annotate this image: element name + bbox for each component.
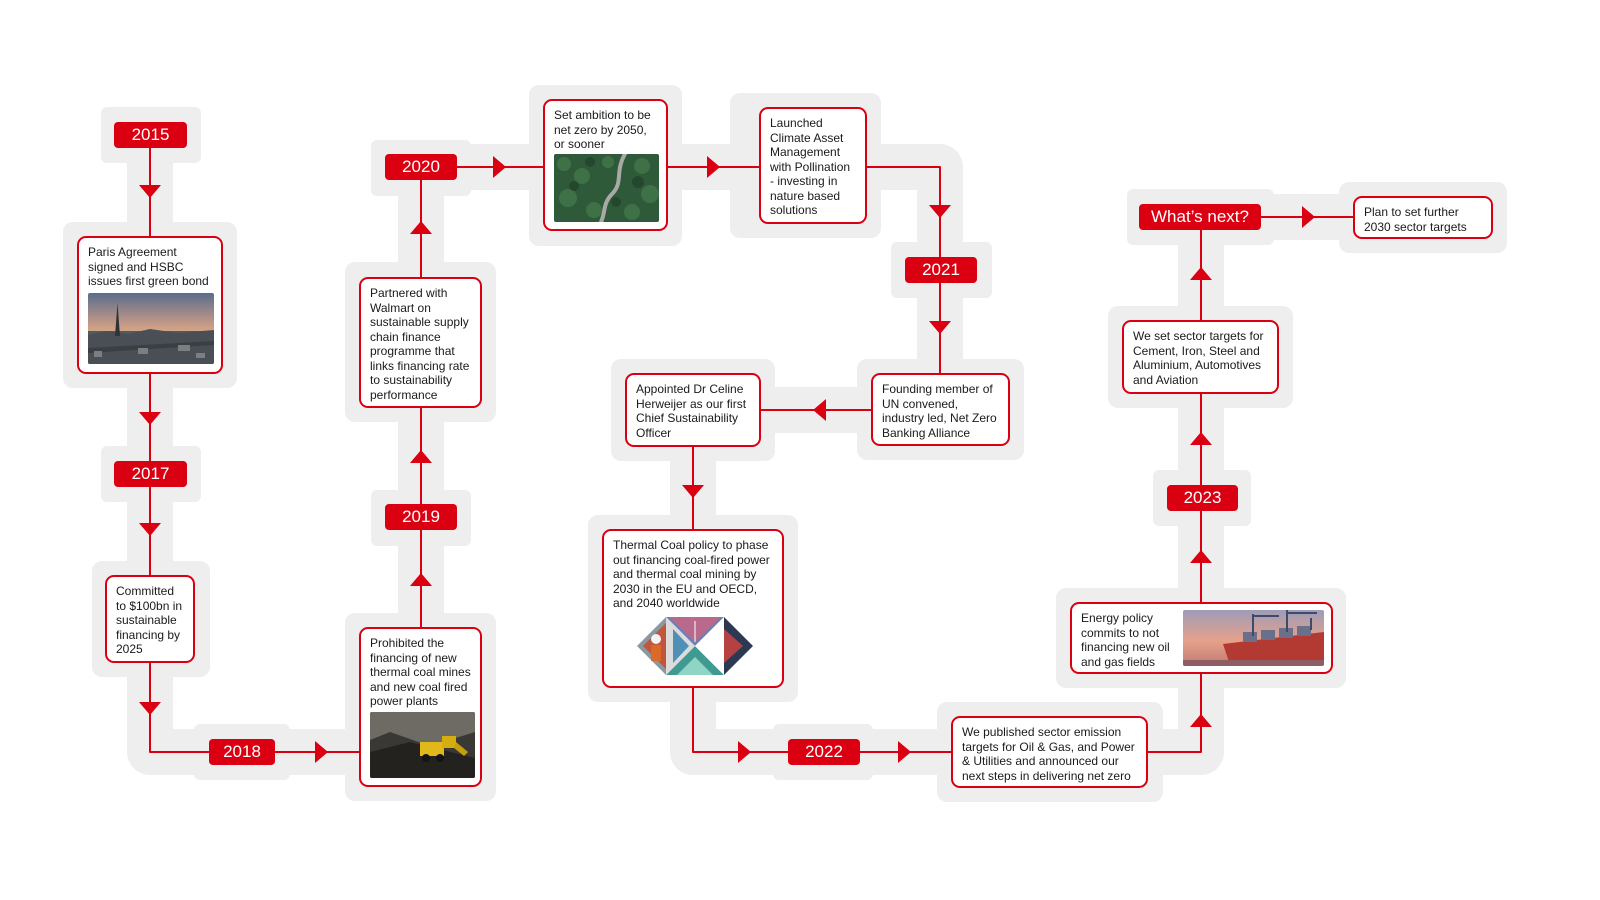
event-net-zero-banking-alliance: Founding member of UN convened, industry… xyxy=(871,373,1010,446)
arrow-up-icon xyxy=(1190,714,1212,727)
event-committed-100bn-text: Committed to $100bn in sustainable finan… xyxy=(116,584,183,656)
year-2022-label: 2022 xyxy=(788,739,860,765)
event-chief-sustainability-officer-text: Appointed Dr Celine Herweijer as our fir… xyxy=(636,382,747,440)
event-paris-agreement: Paris Agreement signed and HSBC issues f… xyxy=(77,236,223,374)
arrow-down-icon xyxy=(139,702,161,715)
arrow-right-icon xyxy=(898,741,911,763)
event-energy-policy-text: Energy policy commits to not financing n… xyxy=(1081,611,1170,669)
arrow-up-icon xyxy=(1190,267,1212,280)
event-committed-100bn: Committed to $100bn in sustainable finan… xyxy=(105,575,195,663)
event-prohibited-coal-text: Prohibited the financing of new thermal … xyxy=(370,636,471,708)
event-climate-asset-management-text: Launched Climate Asset Management with P… xyxy=(770,116,851,217)
year-2019-label: 2019 xyxy=(385,504,457,530)
year-2020-label: 2020 xyxy=(385,154,457,180)
year-2018-label: 2018 xyxy=(209,739,275,765)
arrow-up-icon xyxy=(410,450,432,463)
event-chief-sustainability-officer: Appointed Dr Celine Herweijer as our fir… xyxy=(625,373,761,447)
event-net-zero-ambition-text: Set ambition to be net zero by 2050, or … xyxy=(554,108,651,151)
forest-road-photo xyxy=(554,154,659,222)
event-walmart-partnership: Partnered with Walmart on sustainable su… xyxy=(359,277,482,408)
arrow-right-icon xyxy=(493,156,506,178)
arrow-down-icon xyxy=(139,185,161,198)
arrow-right-icon xyxy=(315,741,328,763)
arrow-left-icon xyxy=(813,399,826,421)
event-future-sector-targets-text: Plan to set further 2030 sector targets xyxy=(1364,205,1467,234)
event-net-zero-banking-alliance-text: Founding member of UN convened, industry… xyxy=(882,382,997,440)
event-sector-targets-set-text: We set sector targets for Cement, Iron, … xyxy=(1133,329,1264,387)
event-prohibited-coal: Prohibited the financing of new thermal … xyxy=(359,627,482,787)
energy-worker-montage xyxy=(637,615,753,677)
arrow-down-icon xyxy=(682,485,704,498)
arrow-down-icon xyxy=(929,205,951,218)
event-future-sector-targets: Plan to set further 2030 sector targets xyxy=(1353,196,1493,239)
event-sector-emission-targets-text: We published sector emission targets for… xyxy=(962,725,1135,783)
year-2021-label: 2021 xyxy=(905,257,977,283)
year-2017-label: 2017 xyxy=(114,461,187,487)
arrow-down-icon xyxy=(139,412,161,425)
event-sector-targets-set: We set sector targets for Cement, Iron, … xyxy=(1122,320,1279,394)
arrow-up-icon xyxy=(410,221,432,234)
arrow-right-icon xyxy=(738,741,751,763)
paris-skyline-photo xyxy=(88,293,214,364)
arrow-right-icon xyxy=(1302,206,1315,228)
arrow-up-icon xyxy=(1190,432,1212,445)
event-thermal-coal-policy: Thermal Coal policy to phase out financi… xyxy=(602,529,784,688)
event-paris-agreement-text: Paris Agreement signed and HSBC issues f… xyxy=(88,245,209,288)
arrow-down-icon xyxy=(139,523,161,536)
event-sector-emission-targets: We published sector emission targets for… xyxy=(951,716,1148,788)
event-thermal-coal-policy-text: Thermal Coal policy to phase out financi… xyxy=(613,538,770,610)
arrow-markers xyxy=(139,156,1315,763)
event-climate-asset-management: Launched Climate Asset Management with P… xyxy=(759,107,867,224)
arrow-right-icon xyxy=(707,156,720,178)
arrow-up-icon xyxy=(410,573,432,586)
event-walmart-partnership-text: Partnered with Walmart on sustainable su… xyxy=(370,286,470,402)
year-2023-label: 2023 xyxy=(1167,485,1238,511)
arrow-down-icon xyxy=(929,321,951,334)
arrow-up-icon xyxy=(1190,550,1212,563)
year-2015-label: 2015 xyxy=(114,122,187,148)
whats-next-label: What’s next? xyxy=(1139,204,1261,230)
event-energy-policy: Energy policy commits to not financing n… xyxy=(1070,602,1333,674)
event-net-zero-ambition: Set ambition to be net zero by 2050, or … xyxy=(543,99,668,231)
container-port-photo xyxy=(1183,610,1324,666)
coal-mining-photo xyxy=(370,712,475,778)
